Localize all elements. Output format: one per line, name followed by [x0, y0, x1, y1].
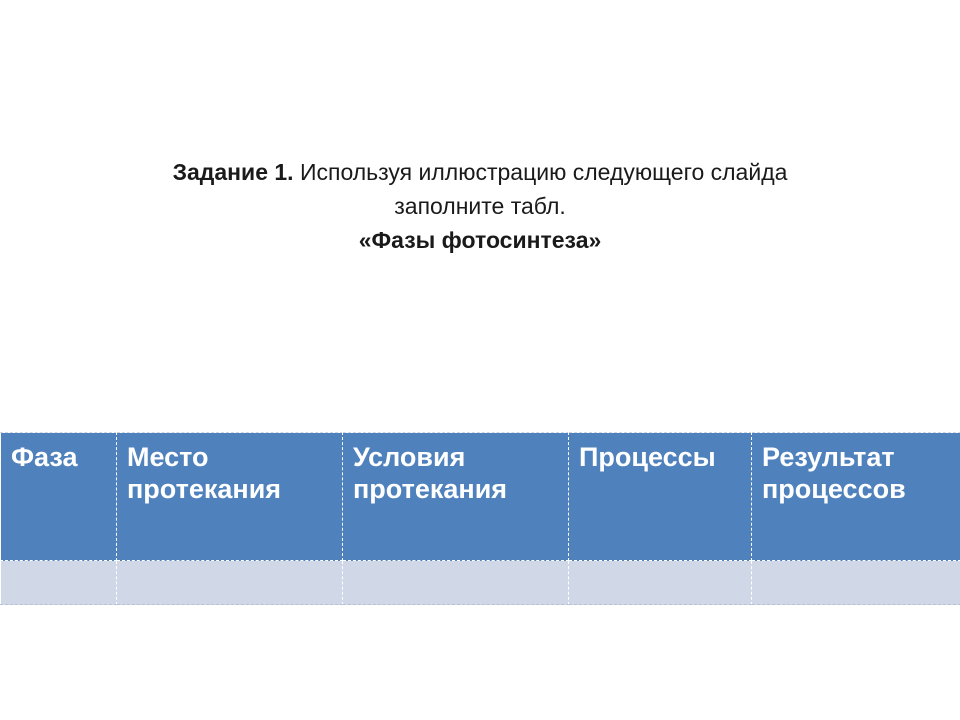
task-line-1: Задание 1. Используя иллюстрацию следующ…: [60, 155, 900, 189]
table-header-row: Фаза Место протекания Условия протекания…: [0, 432, 960, 561]
header-results: Результат процессов: [751, 432, 960, 561]
task-label: Задание 1.: [172, 159, 294, 185]
task-text-line-2: заполните табл.: [394, 193, 566, 219]
header-conditions: Условия протекания: [342, 432, 569, 561]
photosynthesis-phases-table: Фаза Место протекания Условия протекания…: [0, 432, 960, 605]
table-row: [0, 560, 960, 605]
cell-location[interactable]: [116, 560, 343, 605]
header-processes: Процессы: [568, 432, 752, 561]
header-phase: Фаза: [0, 432, 117, 561]
cell-results[interactable]: [751, 560, 960, 605]
task-title: «Фазы фотосинтеза»: [358, 227, 602, 253]
cell-processes[interactable]: [568, 560, 752, 605]
header-location: Место протекания: [116, 432, 343, 561]
cell-phase[interactable]: [0, 560, 117, 605]
cell-conditions[interactable]: [342, 560, 569, 605]
task-description: Задание 1. Используя иллюстрацию следующ…: [60, 155, 900, 257]
task-text-line-1: Используя иллюстрацию следующего слайда: [293, 159, 788, 185]
